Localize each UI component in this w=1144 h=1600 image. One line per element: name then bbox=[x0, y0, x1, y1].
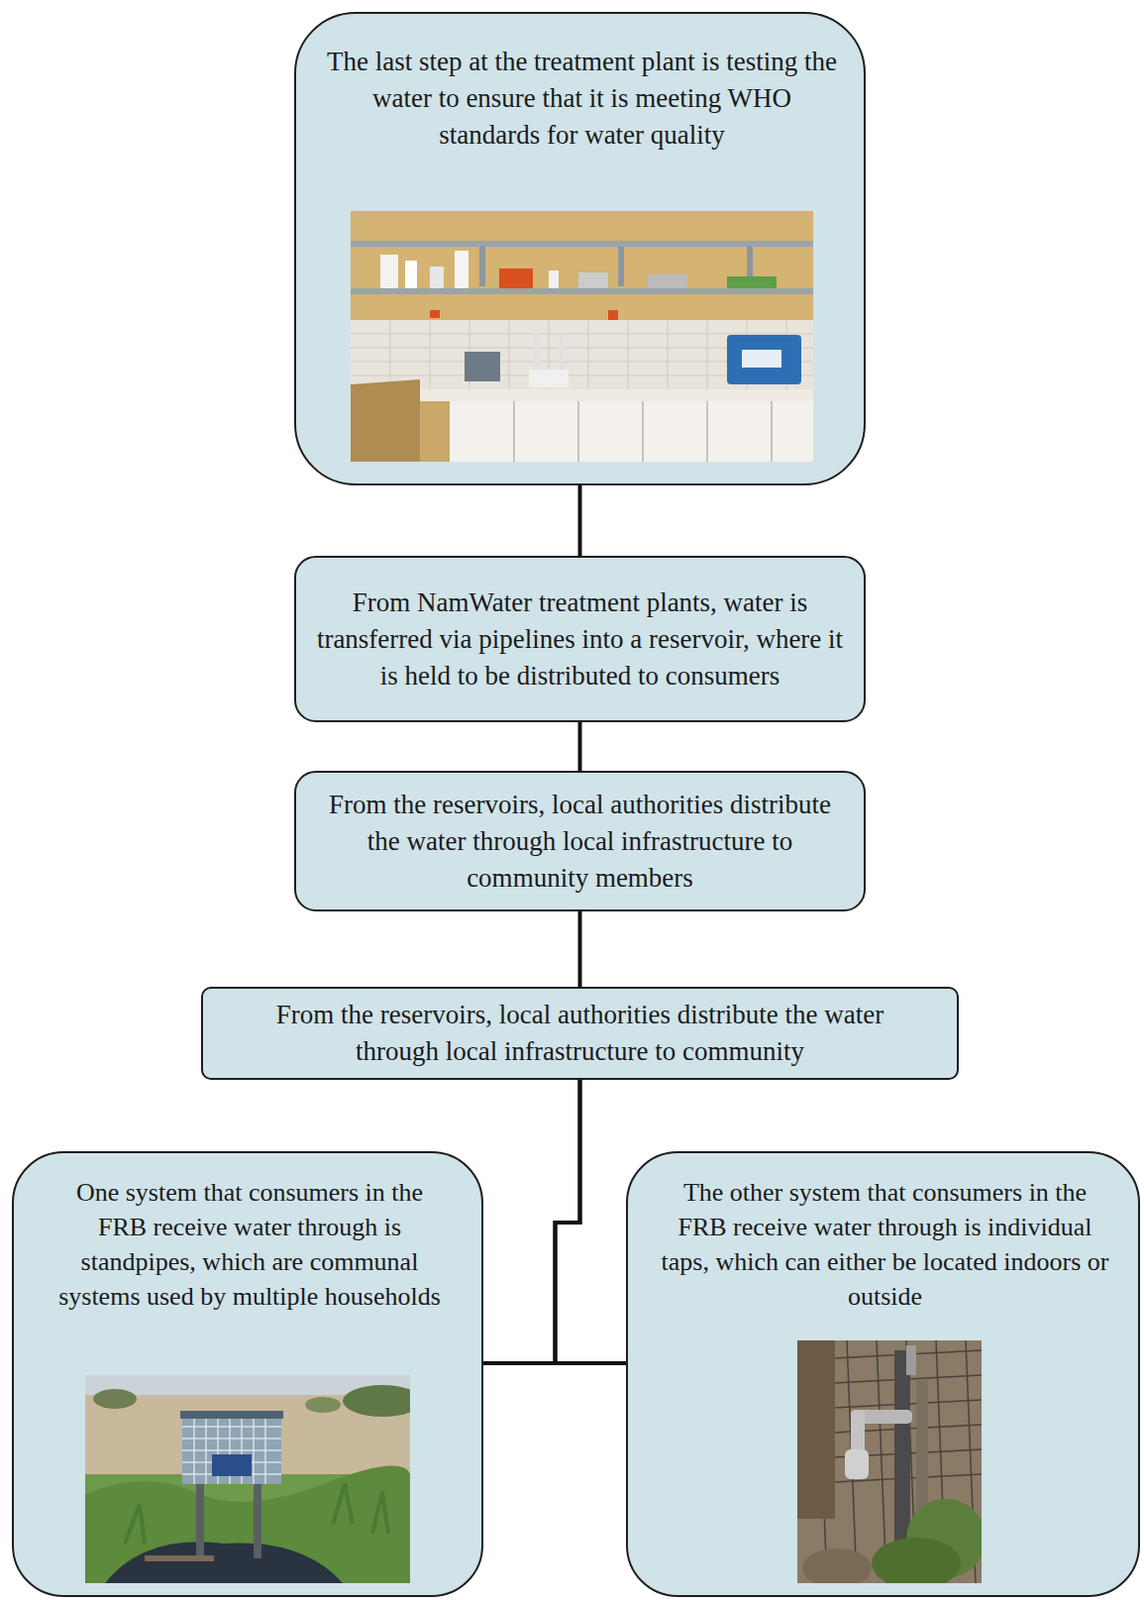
connector-line bbox=[578, 911, 583, 987]
connector-line bbox=[578, 485, 583, 556]
box-text: The other system that consumers in the F… bbox=[657, 1174, 1113, 1314]
box-text: From the reservoirs, local authorities d… bbox=[312, 786, 848, 897]
box-text: The last step at the treatment plant is … bbox=[323, 43, 840, 154]
tap-photo bbox=[797, 1340, 982, 1583]
process-box: From the reservoirs, local authorities d… bbox=[294, 770, 866, 912]
box-text: From NamWater treatment plants, water is… bbox=[308, 584, 852, 695]
box-text: One system that consumers in the FRB rec… bbox=[51, 1174, 448, 1314]
process-box: The other system that consumers in the F… bbox=[625, 1150, 1141, 1597]
process-box: One system that consumers in the FRB rec… bbox=[11, 1150, 484, 1597]
process-box: The last step at the treatment plant is … bbox=[294, 11, 866, 486]
standpipe-photo bbox=[85, 1374, 411, 1583]
connector-line bbox=[578, 722, 583, 771]
lab-photo bbox=[350, 210, 814, 462]
box-text: From the reservoirs, local authorities d… bbox=[250, 996, 910, 1070]
process-box: From the reservoirs, local authorities d… bbox=[201, 986, 959, 1080]
process-box: From NamWater treatment plants, water is… bbox=[294, 555, 866, 723]
connector-line bbox=[555, 1079, 627, 1363]
